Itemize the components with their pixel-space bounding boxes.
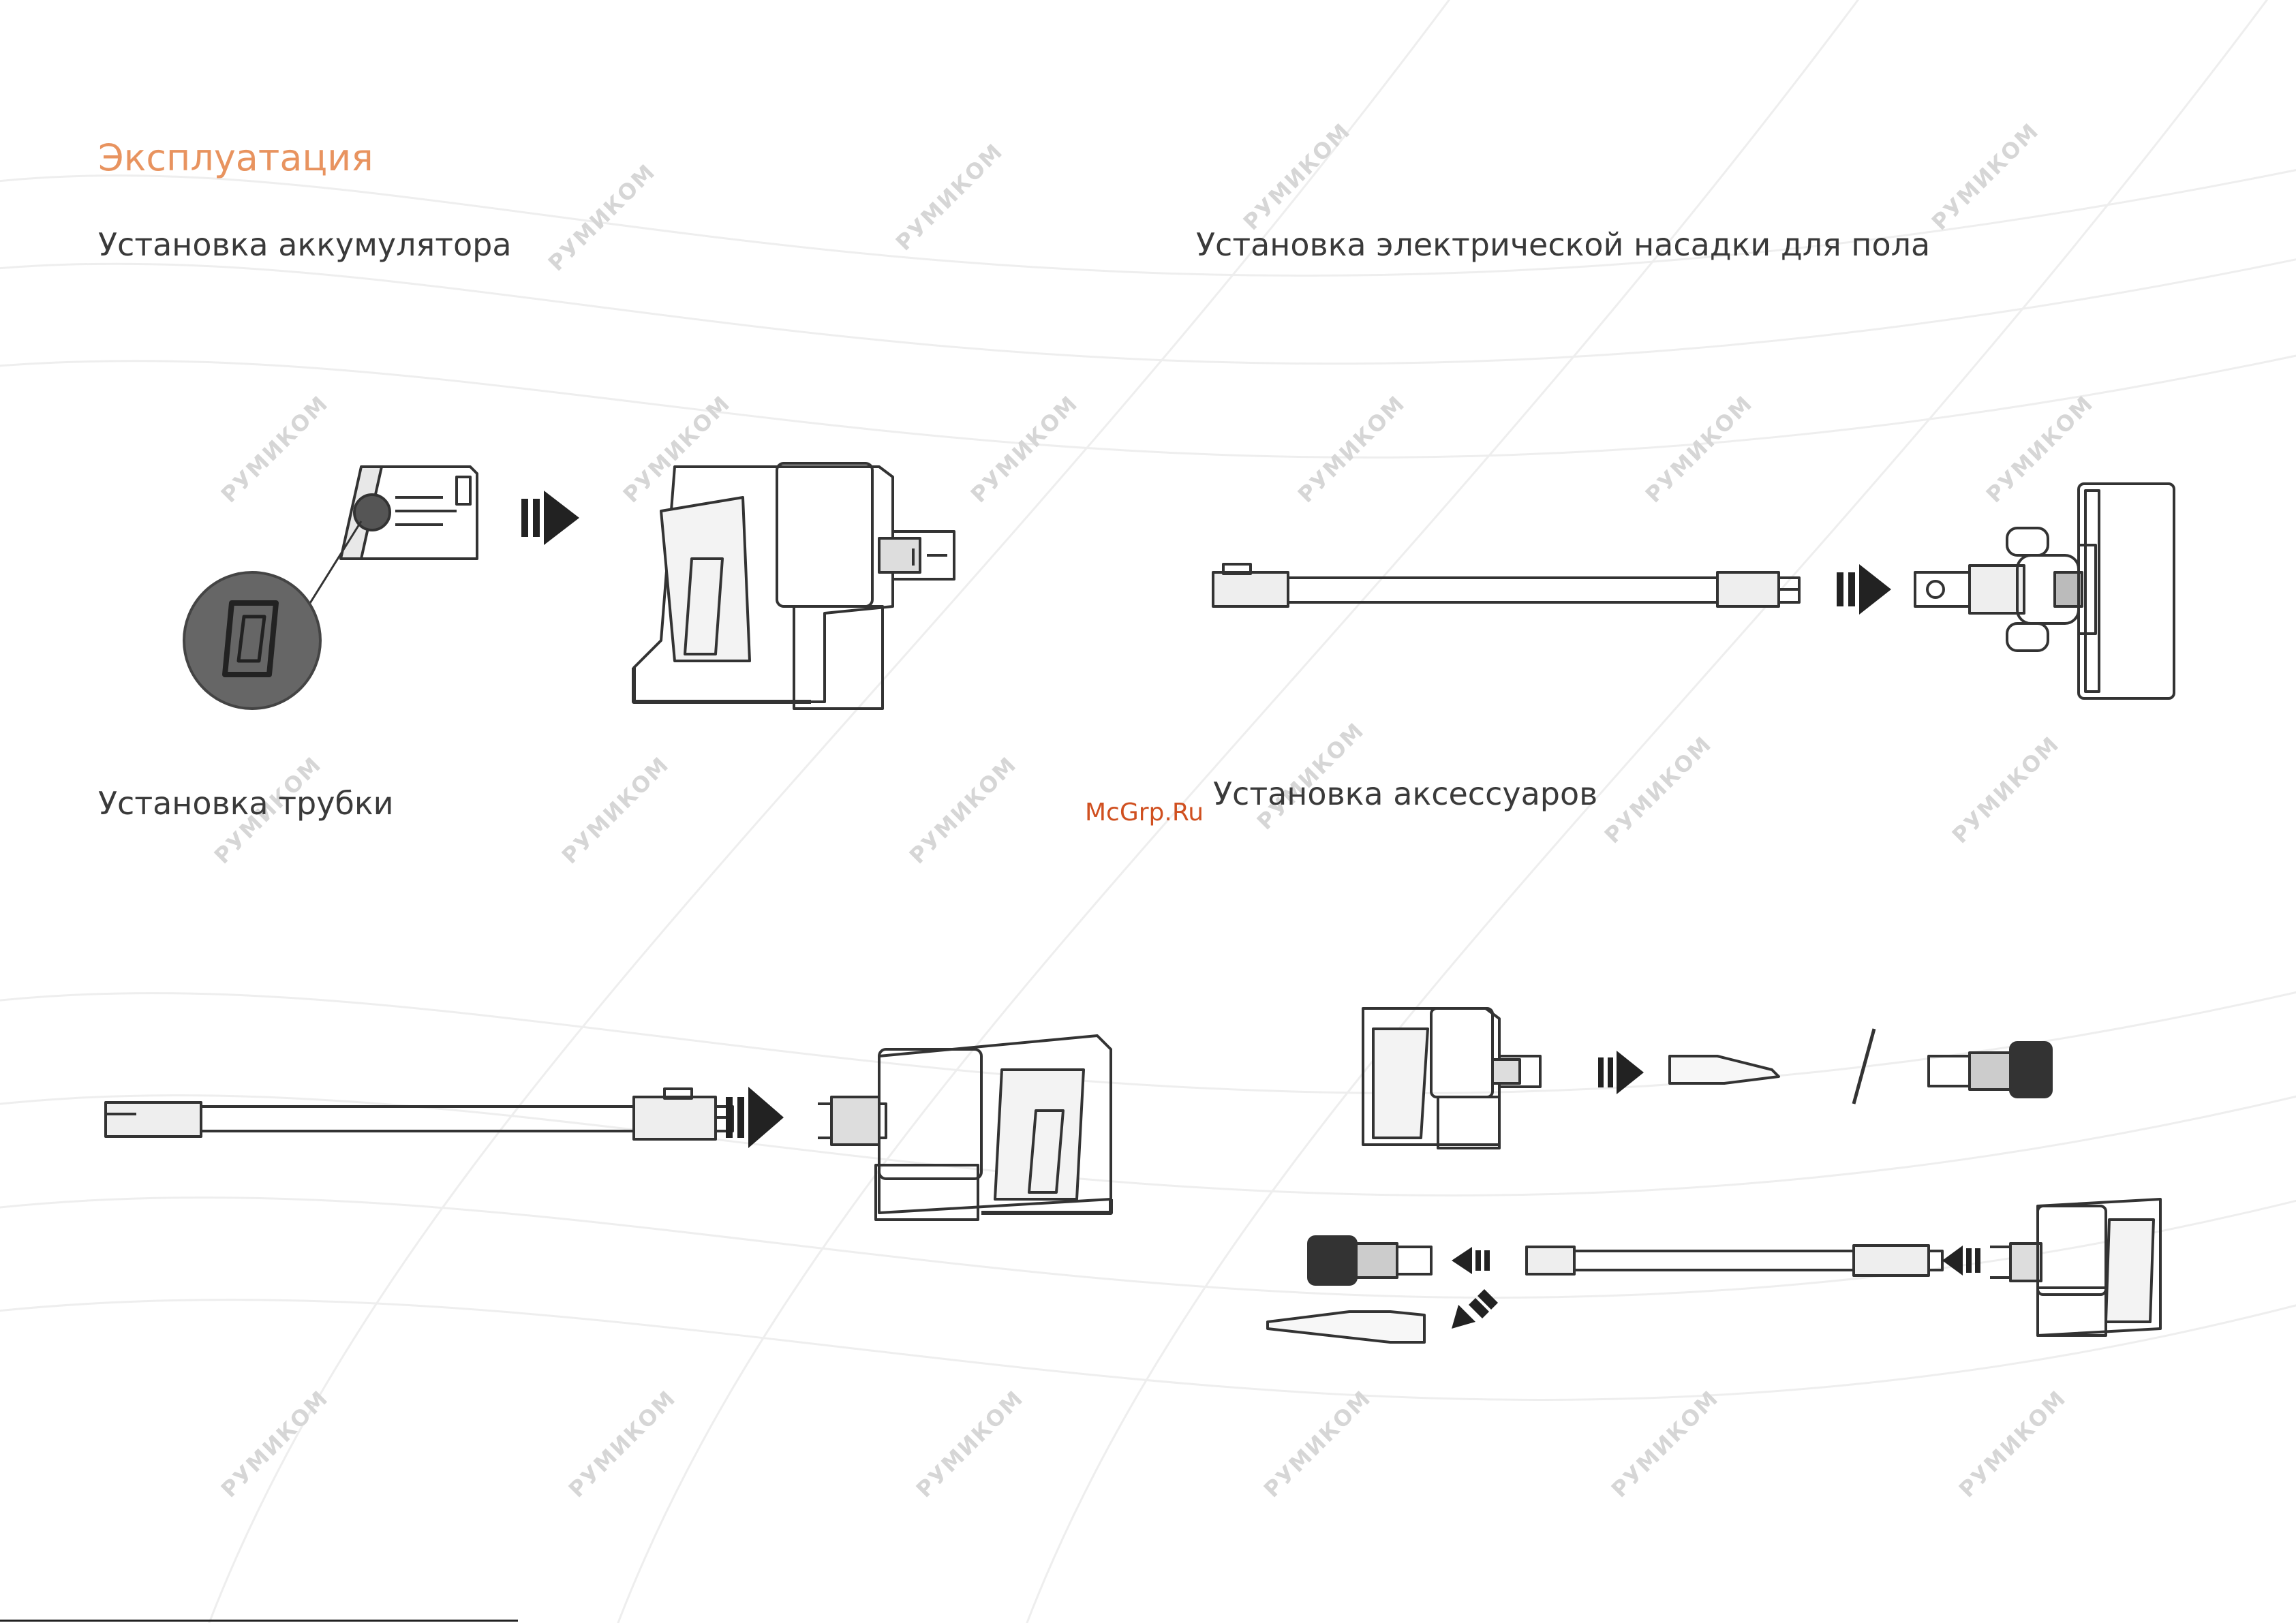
accessories-install-illustration: [1254, 1002, 2167, 1356]
tube: [1525, 1244, 1944, 1277]
battery-install-illustration: [157, 436, 1029, 736]
divider-slash: [1852, 1028, 1876, 1104]
section-title-battery: Установка аккумулятора: [98, 226, 512, 263]
vacuum-body: [1362, 1007, 1542, 1149]
brush-tool: [1927, 1041, 2053, 1098]
tube: [104, 1087, 734, 1141]
site-watermark-link: McGrp.Ru: [1085, 799, 1204, 826]
vacuum-body: [1990, 1198, 2162, 1337]
battery-pack: [339, 465, 478, 560]
arrow-icon: [521, 491, 579, 545]
bottom-rule: [0, 1620, 518, 1622]
arrow-down-left-icon: [1452, 1289, 1498, 1329]
arrow-icon: [1598, 1051, 1644, 1094]
section-title-accessories: Установка аксессуаров: [1213, 775, 1598, 812]
brush-tool: [1307, 1235, 1433, 1286]
floor-nozzle: [1914, 482, 2175, 700]
crevice-tool: [1668, 1055, 1780, 1085]
arrow-left-icon: [1942, 1246, 1980, 1276]
vacuum-body: [818, 1034, 1113, 1221]
floor-nozzle-install-illustration: [1199, 477, 2188, 709]
arrow-icon: [726, 1087, 784, 1148]
section-title-floor-nozzle: Установка электрической насадки для пола: [1196, 226, 1931, 263]
page-title: Эксплуатация: [98, 136, 373, 179]
arrow-left-icon: [1452, 1247, 1490, 1274]
vacuum-body: [632, 462, 955, 710]
section-title-tube: Установка трубки: [98, 785, 394, 822]
tube: [1212, 563, 1801, 608]
crevice-tool: [1266, 1310, 1426, 1344]
arrow-icon: [1837, 564, 1891, 615]
tube-install-illustration: [95, 995, 1131, 1240]
